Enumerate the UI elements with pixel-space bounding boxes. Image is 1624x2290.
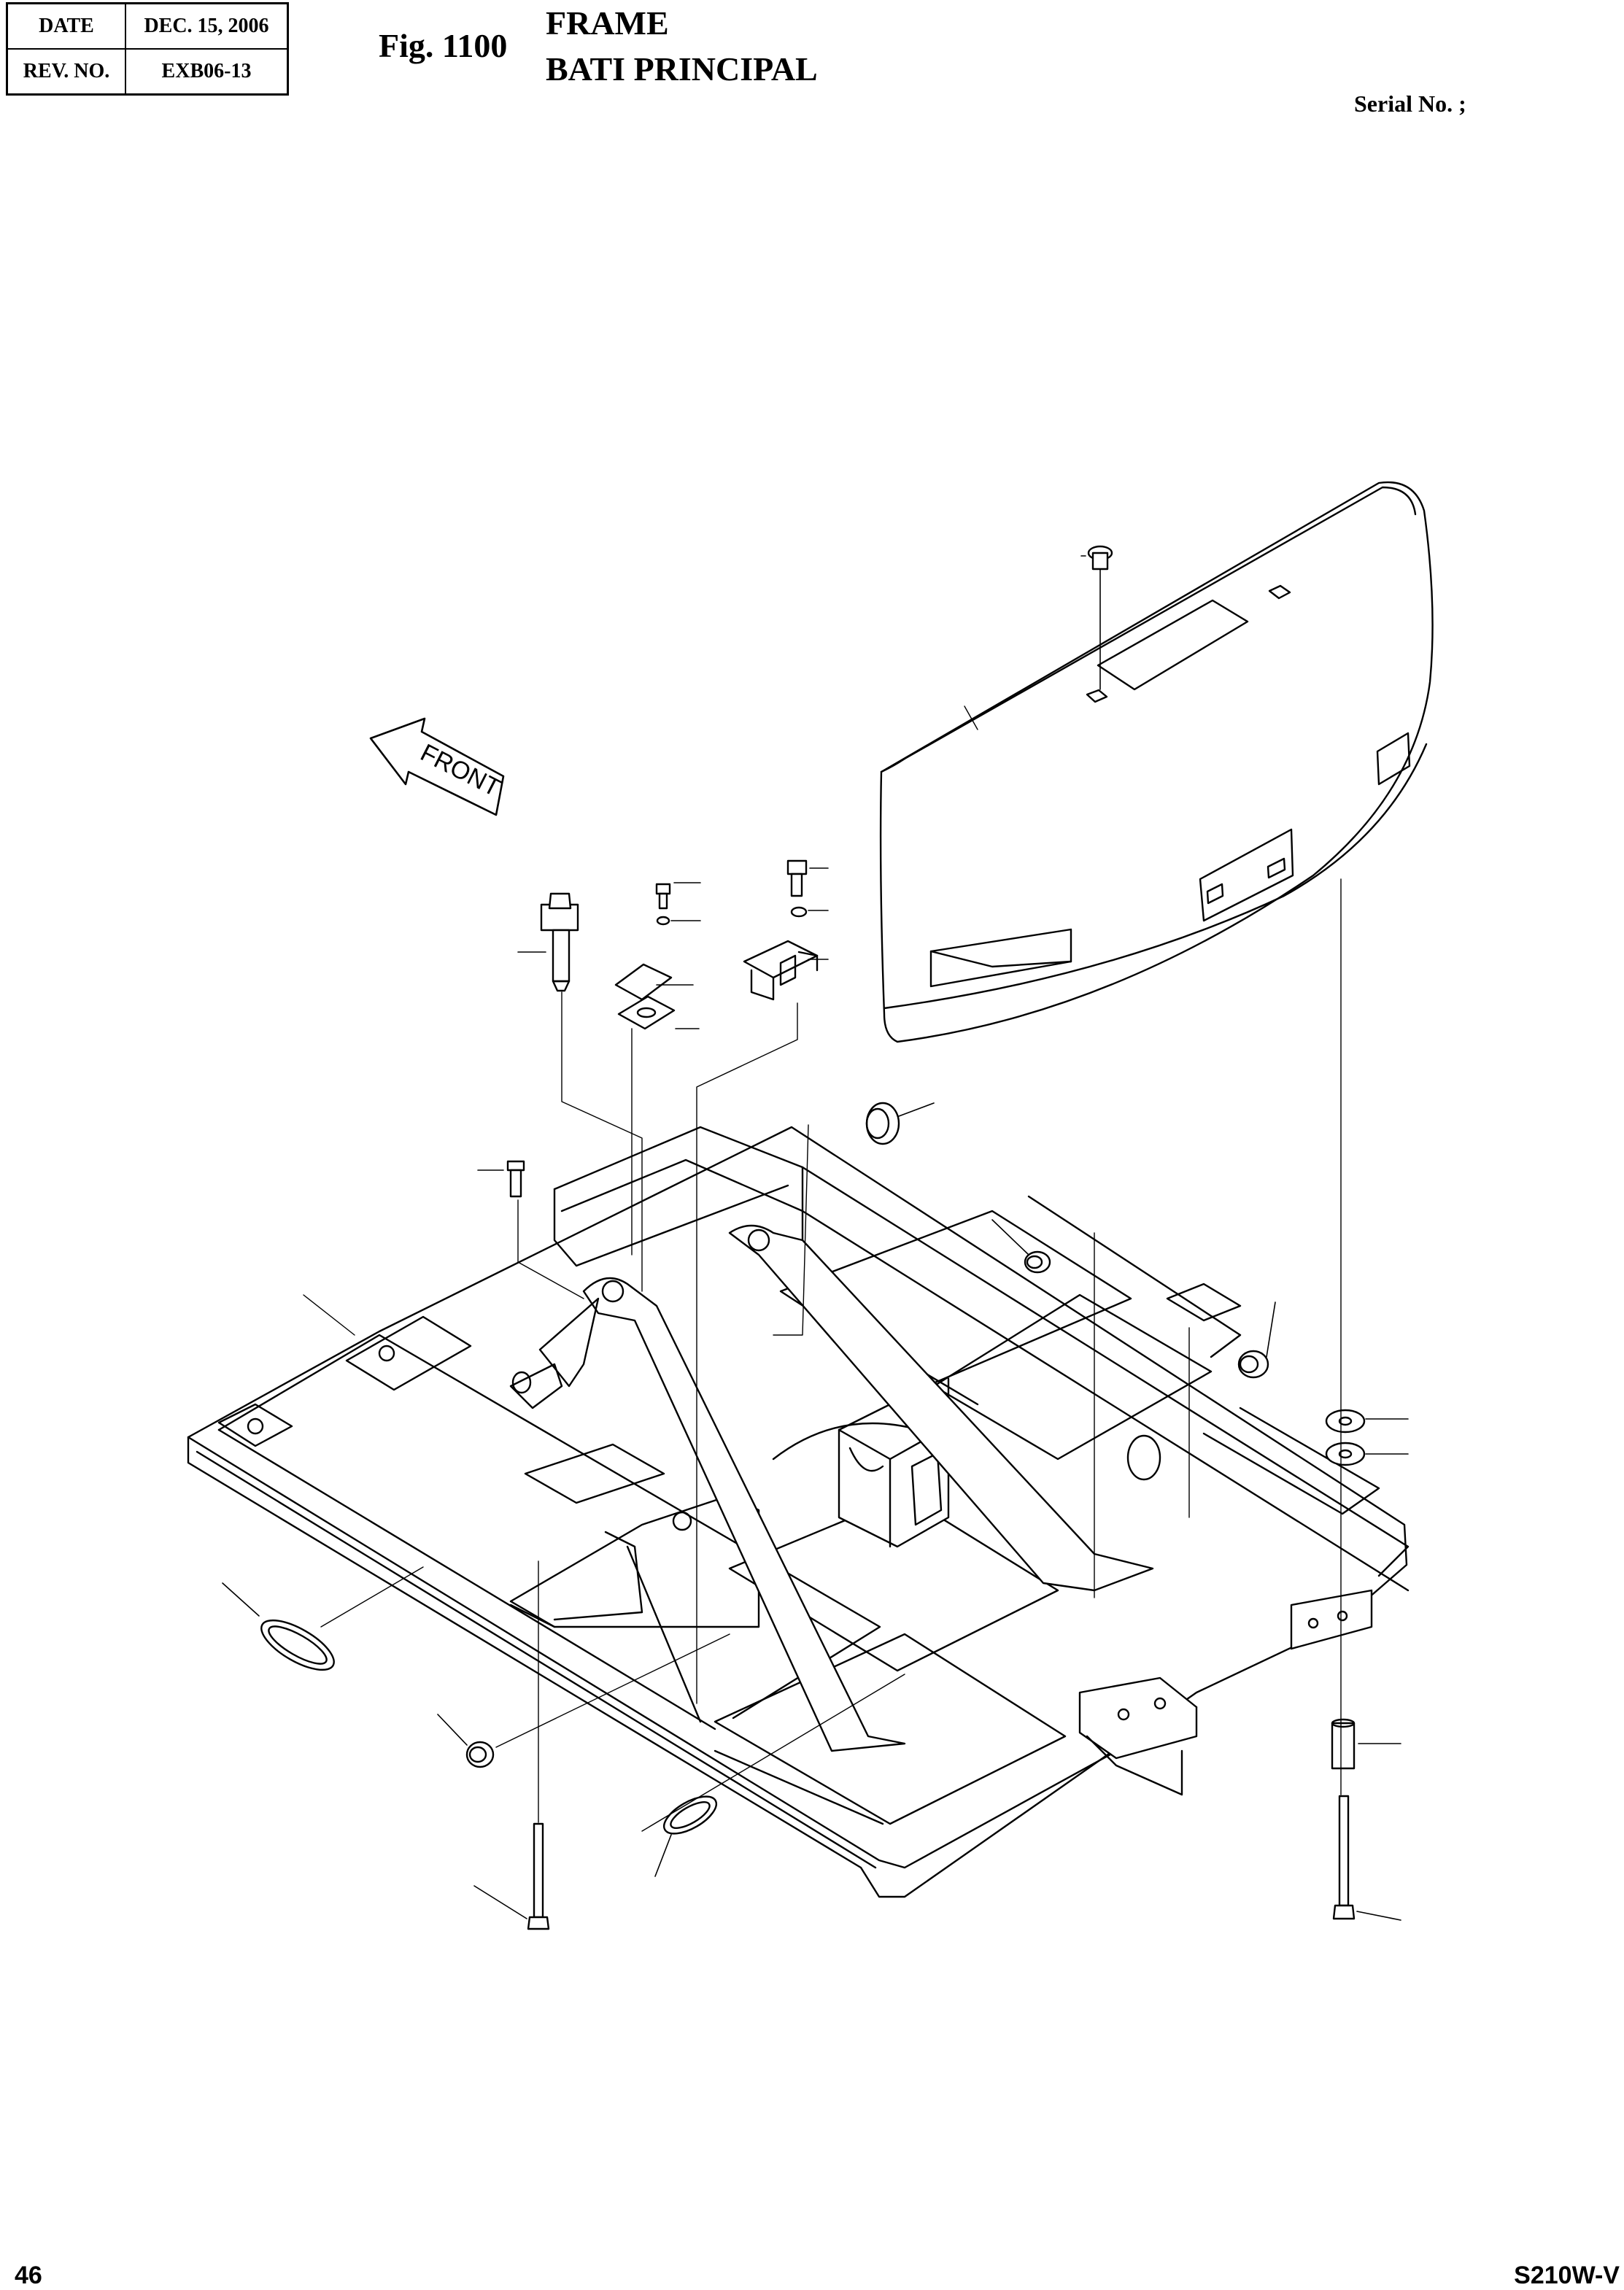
- cross-bracket-part: [1080, 1590, 1372, 1795]
- counterweight-part: [881, 482, 1432, 1042]
- lifting-eye-part: [1081, 546, 1112, 689]
- model-code: S210W-V: [1514, 2262, 1620, 2289]
- date-value: DEC. 15, 2006: [125, 2, 289, 50]
- long-bolt-left-part: [474, 1824, 549, 1929]
- figure-title-french: BATI PRINCIPAL: [546, 50, 818, 88]
- oval-cover-part: [223, 1583, 722, 1876]
- front-direction-arrow: FRONT: [371, 719, 505, 815]
- revision-info-table: DATE DEC. 15, 2006 REV. NO. EXB06-13: [6, 2, 289, 96]
- serial-number-label: Serial No. ;: [1354, 90, 1466, 117]
- figure-title-english: FRAME: [546, 4, 669, 42]
- revision-row: REV. NO. EXB06-13: [6, 48, 289, 96]
- figure-number: Fig. 1100: [379, 27, 508, 64]
- washer-part: [1326, 1410, 1408, 1465]
- small-pin-part: [478, 1161, 524, 1196]
- page-number: 46: [15, 2262, 42, 2289]
- pivot-pin-part: [518, 894, 578, 991]
- bracket-bolt-part: [744, 861, 828, 999]
- leader-lines: [303, 706, 1341, 1831]
- grommet-part: [438, 1103, 1275, 1767]
- bolt-washer-part: [616, 883, 700, 1029]
- spacer-part: [1332, 1720, 1401, 1768]
- date-label: DATE: [6, 2, 126, 50]
- revision-value: EXB06-13: [125, 48, 289, 96]
- long-bolt-right-part: [1334, 1796, 1401, 1920]
- revision-label: REV. NO.: [6, 48, 126, 96]
- date-row: DATE DEC. 15, 2006: [6, 2, 289, 50]
